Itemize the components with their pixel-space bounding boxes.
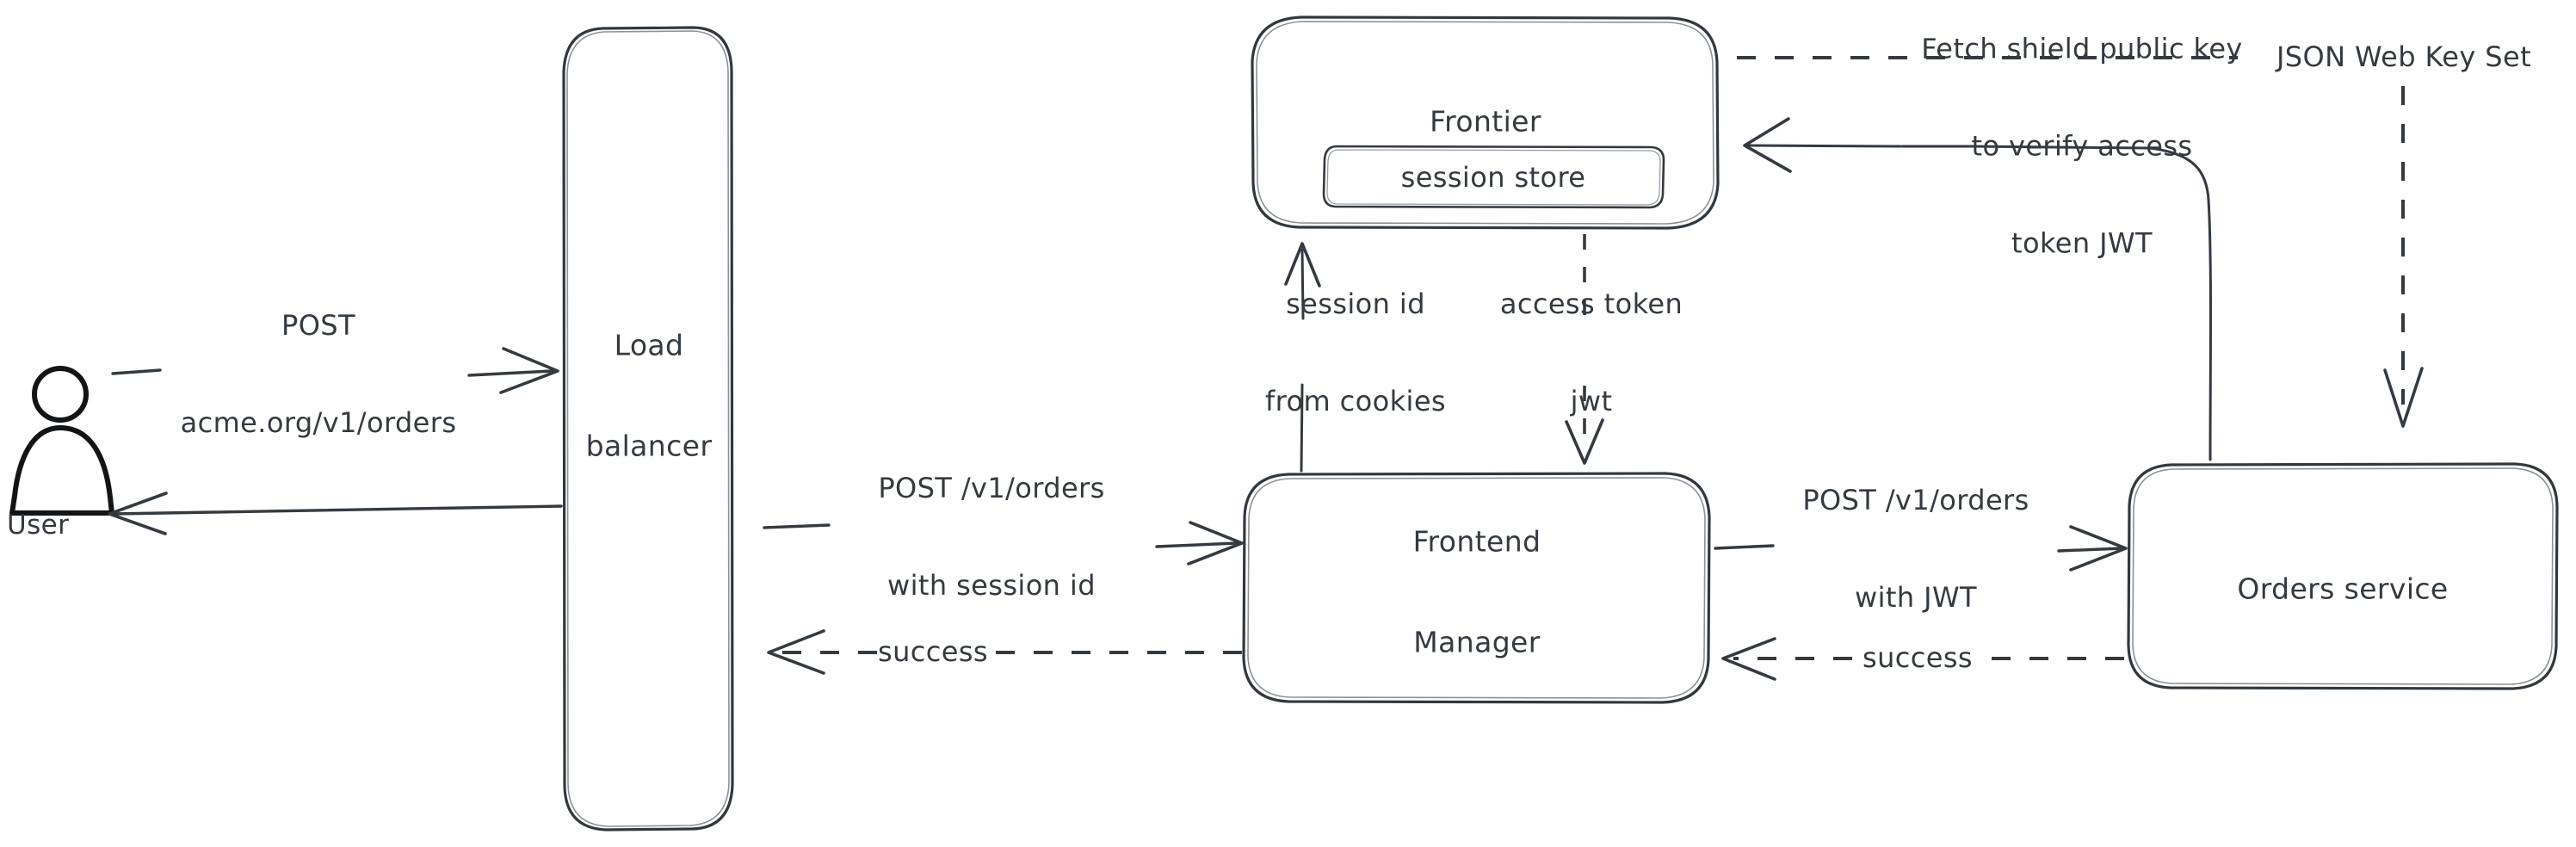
node-frontier[interactable] — [1251, 15, 1720, 230]
edge-label-user-to-load-balancer: POST acme.org/v1/orders — [180, 308, 457, 439]
node-orders-service[interactable] — [2127, 462, 2559, 690]
edge-frontend-manager-to-load-balancer-success — [767, 629, 1242, 675]
edge-label-orders-service-to-frontier-fetch: Fetch shield public key to verify access… — [1921, 31, 2243, 260]
edge-orders-service-to-frontend-manager-success — [1721, 637, 2124, 681]
node-label-frontier: Frontier — [1430, 104, 1541, 139]
edge-frontend-manager-to-frontier — [1284, 242, 1321, 473]
edge-frontier-to-orders-service-jwks — [1737, 56, 2424, 428]
edge-user-to-load-balancer — [111, 347, 559, 394]
edge-load-balancer-to-frontend-manager — [763, 521, 1244, 566]
node-label-orders-service: Orders service — [2237, 572, 2449, 606]
edge-label-frontier-to-orders-service-jwks: JSON Web Key Set — [2276, 40, 2532, 74]
edge-label-frontend-manager-to-frontier: session id from cookies — [1265, 287, 1446, 417]
actor-label-user: User — [7, 510, 70, 541]
edge-label-frontier-to-frontend-manager: access token jwt — [1499, 287, 1683, 417]
edge-orders-service-to-frontier-fetch — [1743, 117, 2212, 461]
node-label-frontend-manager: Frontend Manager — [1412, 524, 1541, 658]
edge-label-frontend-manager-to-orders-service: POST /v1/orders with JWT — [1802, 483, 2029, 614]
node-frontend-manager[interactable] — [1242, 472, 1711, 704]
edge-frontier-to-frontend-manager — [1565, 234, 1604, 465]
node-label-session-store: session store — [1400, 161, 1586, 195]
person-icon — [9, 366, 114, 516]
node-label-load-balancer: Load balancer — [585, 328, 713, 462]
edge-label-load-balancer-to-frontend-manager: POST /v1/orders with session id — [878, 471, 1105, 602]
edge-label-frontend-manager-to-load-balancer-success: success — [878, 635, 988, 669]
node-load-balancer[interactable] — [562, 26, 734, 832]
edge-label-orders-service-to-frontend-manager-success: success — [1863, 641, 1973, 675]
edge-frontend-manager-to-orders-service — [1714, 525, 2128, 572]
edge-load-balancer-to-user — [108, 492, 563, 535]
